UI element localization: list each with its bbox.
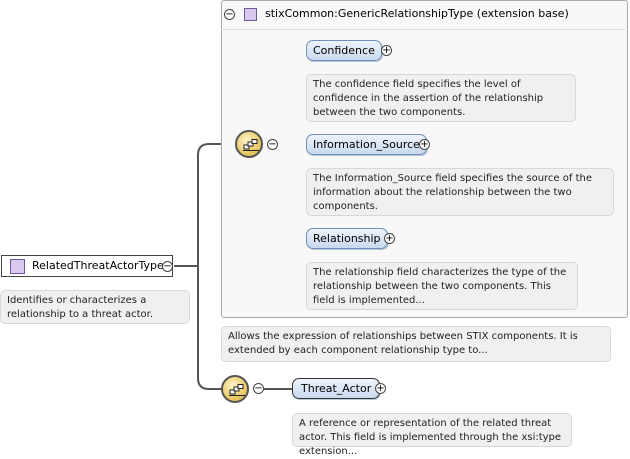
relationship-annotation: The relationship field characterizes the…	[306, 262, 578, 310]
sequence-compositor-icon[interactable]	[221, 375, 249, 403]
plus-icon[interactable]: +	[419, 139, 430, 150]
extension-base-header: − stixCommon:GenericRelationshipType (ex…	[221, 0, 628, 30]
confidence-annotation: The confidence field specifies the level…	[306, 74, 576, 122]
element-label: Threat_Actor	[301, 382, 372, 395]
element-relationship[interactable]: Relationship	[306, 228, 388, 249]
element-threat-actor[interactable]: Threat_Actor	[292, 378, 381, 399]
extension-base-label: stixCommon:GenericRelationshipType (exte…	[265, 7, 569, 20]
sequence-glyph-icon	[243, 139, 259, 151]
element-label: Confidence	[313, 44, 375, 57]
element-label: Relationship	[313, 232, 381, 245]
plus-icon[interactable]: +	[381, 45, 392, 56]
threat-actor-annotation: A reference or representation of the rel…	[292, 413, 572, 457]
root-annotation: Identifies or characterizes a relationsh…	[0, 290, 190, 324]
plus-icon[interactable]: +	[384, 233, 395, 244]
information-source-annotation: The Information_Source field specifies t…	[306, 168, 614, 216]
extension-base-annotation: Allows the expression of relationships b…	[221, 326, 611, 362]
sequence-compositor-icon[interactable]	[235, 130, 263, 158]
minus-icon[interactable]: −	[253, 383, 264, 394]
complex-type-icon	[244, 8, 257, 21]
plus-icon[interactable]: +	[375, 383, 386, 394]
minus-icon[interactable]: −	[267, 139, 278, 150]
element-label: Information_Source	[313, 138, 420, 151]
root-element-relatedthreatactortype[interactable]: RelatedThreatActorType	[1, 255, 173, 277]
minus-icon[interactable]: −	[224, 9, 235, 20]
root-element-label: RelatedThreatActorType	[32, 259, 164, 272]
minus-icon[interactable]: −	[162, 261, 173, 272]
complex-type-icon	[10, 259, 25, 274]
element-confidence[interactable]: Confidence	[306, 40, 382, 61]
sequence-glyph-icon	[229, 384, 245, 396]
element-information-source[interactable]: Information_Source	[306, 134, 427, 155]
